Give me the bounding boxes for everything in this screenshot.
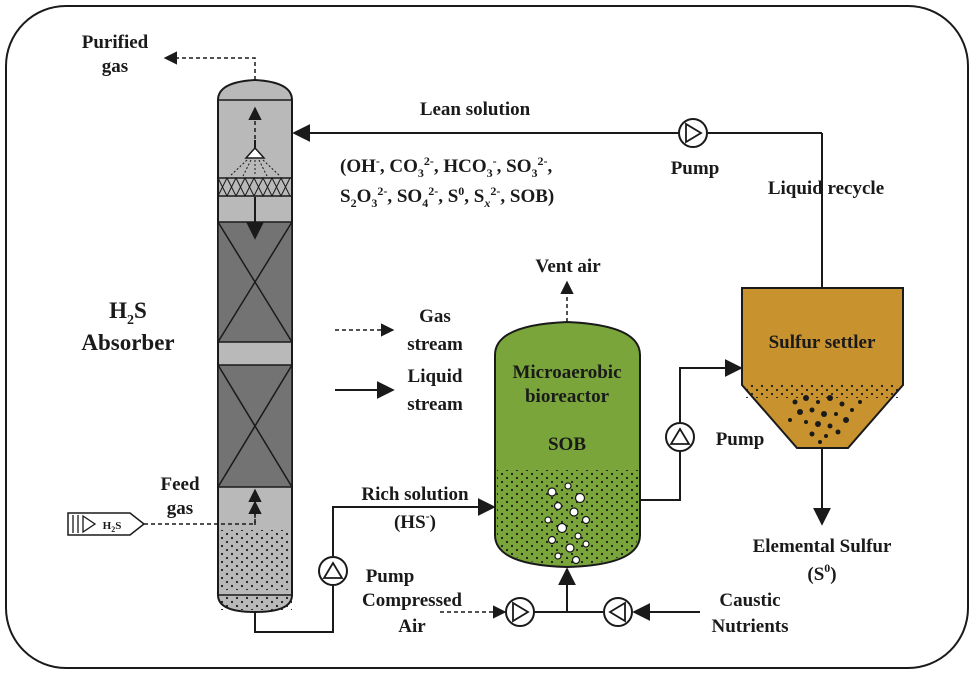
legend-gas-label-2: stream bbox=[407, 334, 463, 355]
sulfur-settler-label: Sulfur settler bbox=[769, 332, 876, 353]
purified-gas-label-2: gas bbox=[102, 56, 128, 77]
absorber-label-1: H2S bbox=[109, 298, 147, 328]
hs-label: (HS-) bbox=[394, 509, 436, 533]
rich-solution-label: Rich solution bbox=[361, 484, 469, 505]
spray-nozzle bbox=[229, 146, 281, 177]
species-line-2: S2O32-, SO42-, S0, Sx2-, SOB) bbox=[340, 184, 554, 210]
compressed-air-label-1: Compressed bbox=[362, 590, 462, 611]
packing-bed-upper bbox=[217, 221, 293, 343]
liquid-recycle-label: Liquid recycle bbox=[768, 178, 884, 199]
feed-gas-arrow bbox=[144, 500, 262, 525]
absorber-liquid bbox=[220, 530, 290, 590]
legend-liquid-label-1: Liquid bbox=[408, 366, 463, 387]
compressed-air-label-2: Air bbox=[398, 616, 426, 637]
pump-right-label: Pump bbox=[716, 429, 765, 450]
s0-label: (S0) bbox=[807, 561, 836, 585]
sulfur-particles bbox=[788, 395, 862, 444]
legend-gas-label-1: Gas bbox=[419, 306, 451, 327]
caustic-label-2: Nutrients bbox=[711, 616, 788, 637]
bioreactor-label-2: bioreactor bbox=[525, 386, 610, 407]
feed-gas-label-2: gas bbox=[167, 498, 193, 519]
legend-liquid-label-2: stream bbox=[407, 394, 463, 415]
absorber-label-2: Absorber bbox=[81, 330, 174, 355]
legend: Gas stream Liquid stream bbox=[335, 306, 463, 415]
purified-gas-arrow bbox=[163, 51, 256, 80]
rich-solution-arrow bbox=[332, 498, 496, 556]
pump-air-icon bbox=[505, 597, 535, 627]
feed-gas-label-1: Feed bbox=[160, 474, 199, 495]
pump-top-label: Pump bbox=[671, 158, 720, 179]
outer-frame bbox=[5, 5, 969, 669]
bubbles bbox=[544, 482, 591, 565]
packing-bed-lower bbox=[217, 364, 293, 488]
elemental-sulfur-label: Elemental Sulfur bbox=[753, 536, 892, 557]
purified-gas-label-1: Purified bbox=[82, 32, 149, 53]
pump-bottom-icon bbox=[318, 556, 348, 586]
caustic-label-1: Caustic bbox=[719, 590, 780, 611]
h2s-absorber bbox=[217, 78, 293, 614]
bioreactor-label-1: Microaerobic bbox=[512, 362, 621, 383]
species-line-1: (OH-, CO32-, HCO3-, SO32-, bbox=[340, 154, 553, 180]
pump-caustic-icon bbox=[603, 597, 633, 627]
pump-top-icon bbox=[678, 118, 708, 148]
vent-air-label: Vent air bbox=[535, 256, 601, 277]
mist-eliminator bbox=[217, 176, 293, 198]
h2s-feed-tag: H2S bbox=[67, 512, 146, 536]
absorber-sump bbox=[218, 595, 292, 610]
to-settler-arrow bbox=[679, 359, 743, 422]
microaerobic-bioreactor bbox=[494, 320, 641, 569]
h2s-tag-label: H2S bbox=[103, 520, 122, 534]
sob-label: SOB bbox=[548, 434, 586, 455]
pump-bottom-label: Pump bbox=[366, 566, 415, 587]
pump-right-icon bbox=[665, 422, 695, 452]
sulfur-settler bbox=[741, 287, 904, 449]
lean-solution-label: Lean solution bbox=[420, 99, 531, 120]
